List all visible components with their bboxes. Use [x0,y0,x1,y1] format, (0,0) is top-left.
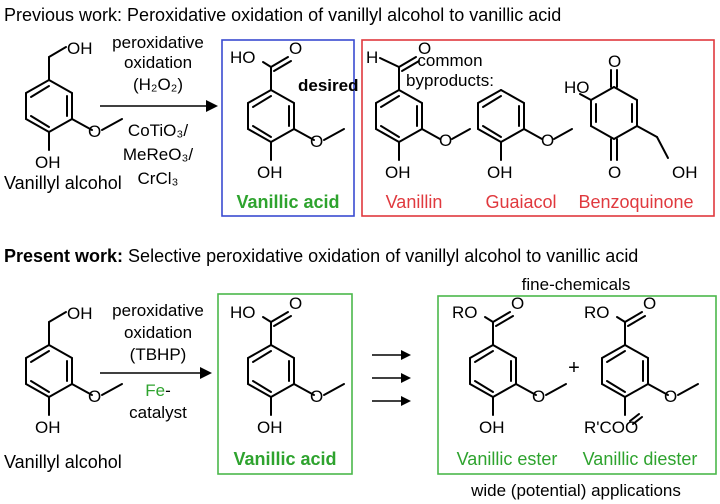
condition-line: peroxidative [112,33,204,52]
reaction-arrow-top [100,100,218,112]
benzoquinone-label: Benzoquinone [578,192,693,212]
o-atom-label: O [88,122,101,141]
vanillin-label: Vanillin [386,192,443,212]
ro-atom-label: RO [584,303,610,322]
oh-atom-label: OH [487,163,513,182]
vanillyl-alcohol-structure-bottom: OH OH O [25,304,123,437]
oh-atom-label: OH [479,418,505,437]
vanillic-acid-structure-bottom: HO O OH O [230,294,345,437]
vanillyl-alcohol-label-top: Vanillyl alcohol [4,173,122,193]
o-atom-label: O [310,387,323,406]
ho-atom-label: HO [230,303,256,322]
condition-line: oxidation [124,323,192,342]
o-atom-label: O [418,39,431,58]
vanillyl-alcohol-label-bottom: Vanillyl alcohol [4,452,122,472]
oh-atom-label: OH [257,163,283,182]
vanillyl-alcohol-structure-top: OH OH O [25,39,123,172]
condition-line: peroxidative [112,301,204,320]
fine-chemicals-box [437,295,717,475]
byproducts-title-line: common [417,51,482,70]
vanillic-ester-label: Vanillic ester [457,449,558,469]
vanillic-diester-structure: RO O R'COO O [584,294,699,437]
vanillic-acid-label-bottom: Vanillic acid [233,449,336,469]
catalyst-line: catalyst [129,403,187,422]
previous-header: Previous work:Peroxidative oxidation of … [4,5,561,25]
o-atom-label: O [608,163,621,182]
desired-label: desired [298,76,358,95]
condition-line: (H₂O₂) [133,75,183,94]
byproducts-box [361,39,715,217]
ho-atom-label: HO [230,48,256,67]
vanillic-ester-structure: RO O OH O [452,294,567,437]
o-atom-label: O [532,387,545,406]
reaction-conditions-top: peroxidative oxidation (H₂O₂) CoTiO₃/ Me… [112,33,204,188]
condition-line: oxidation [124,53,192,72]
previous-header-text: Peroxidative oxidation of vanillyl alcoh… [127,5,561,25]
guaiacol-structure: OH O [477,89,573,182]
condition-line: CrCl₃ [138,169,179,188]
present-header: Present work:Selective peroxidative oxid… [4,246,638,266]
h-atom-label: H [366,48,378,67]
reaction-arrow-bottom [100,367,212,379]
present-header-text: Selective peroxidative oxidation of vani… [128,246,638,266]
o-atom-label: O [310,132,323,151]
benzoquinone-structure: HO O O OH [564,52,698,182]
condition-line: CoTiO₃/ [128,121,188,140]
condition-line: MeReO₃/ [123,145,193,164]
o-atom-label: O [289,39,302,58]
previous-header-label: Previous work: [4,5,122,25]
applications-footer: wide (potential) applications [470,481,681,500]
vanillic-diester-label: Vanillic diester [583,449,698,469]
desired-product-box [221,39,355,217]
o-atom-label: O [511,294,524,313]
oh-atom-label: OH [35,153,61,172]
oh-atom-label: OH [385,163,411,182]
oh-atom-label: OH [672,163,698,182]
vanillic-acid-structure-top: HO O OH O [230,39,345,182]
oh-atom-label: OH [67,39,93,58]
ho-atom-label: HO [564,78,590,97]
ro-atom-label: RO [452,303,478,322]
o-atom-label: O [643,294,656,313]
o-atom-label: O [608,52,621,71]
catalyst-dash: - [165,381,171,400]
fine-chemicals-label: fine-chemicals [522,275,631,294]
rcoo-atom-label: R'COO [584,418,638,437]
iron-label: Fe [145,381,165,400]
byproducts-title-line: byproducts: [406,71,494,90]
guaiacol-label: Guaiacol [485,192,556,212]
vanillic-acid-box-bottom [217,293,353,475]
vanillic-acid-label-top: Vanillic acid [236,192,339,212]
multi-step-arrows [372,350,411,406]
condition-line: (TBHP) [130,345,187,364]
vanillin-structure: H O OH O [366,39,471,182]
o-atom-label: O [664,387,677,406]
oh-atom-label: OH [67,304,93,323]
catalyst-line: Fe- [145,381,171,400]
present-header-label: Present work: [4,246,123,266]
oh-atom-label: OH [35,418,61,437]
o-atom-label: O [541,131,554,150]
plus-sign: + [568,357,580,379]
o-atom-label: O [289,294,302,313]
oh-atom-label: OH [257,418,283,437]
o-atom-label: O [88,387,101,406]
reaction-conditions-bottom: peroxidative oxidation (TBHP) Fe- cataly… [112,301,204,422]
o-atom-label: O [439,131,452,150]
